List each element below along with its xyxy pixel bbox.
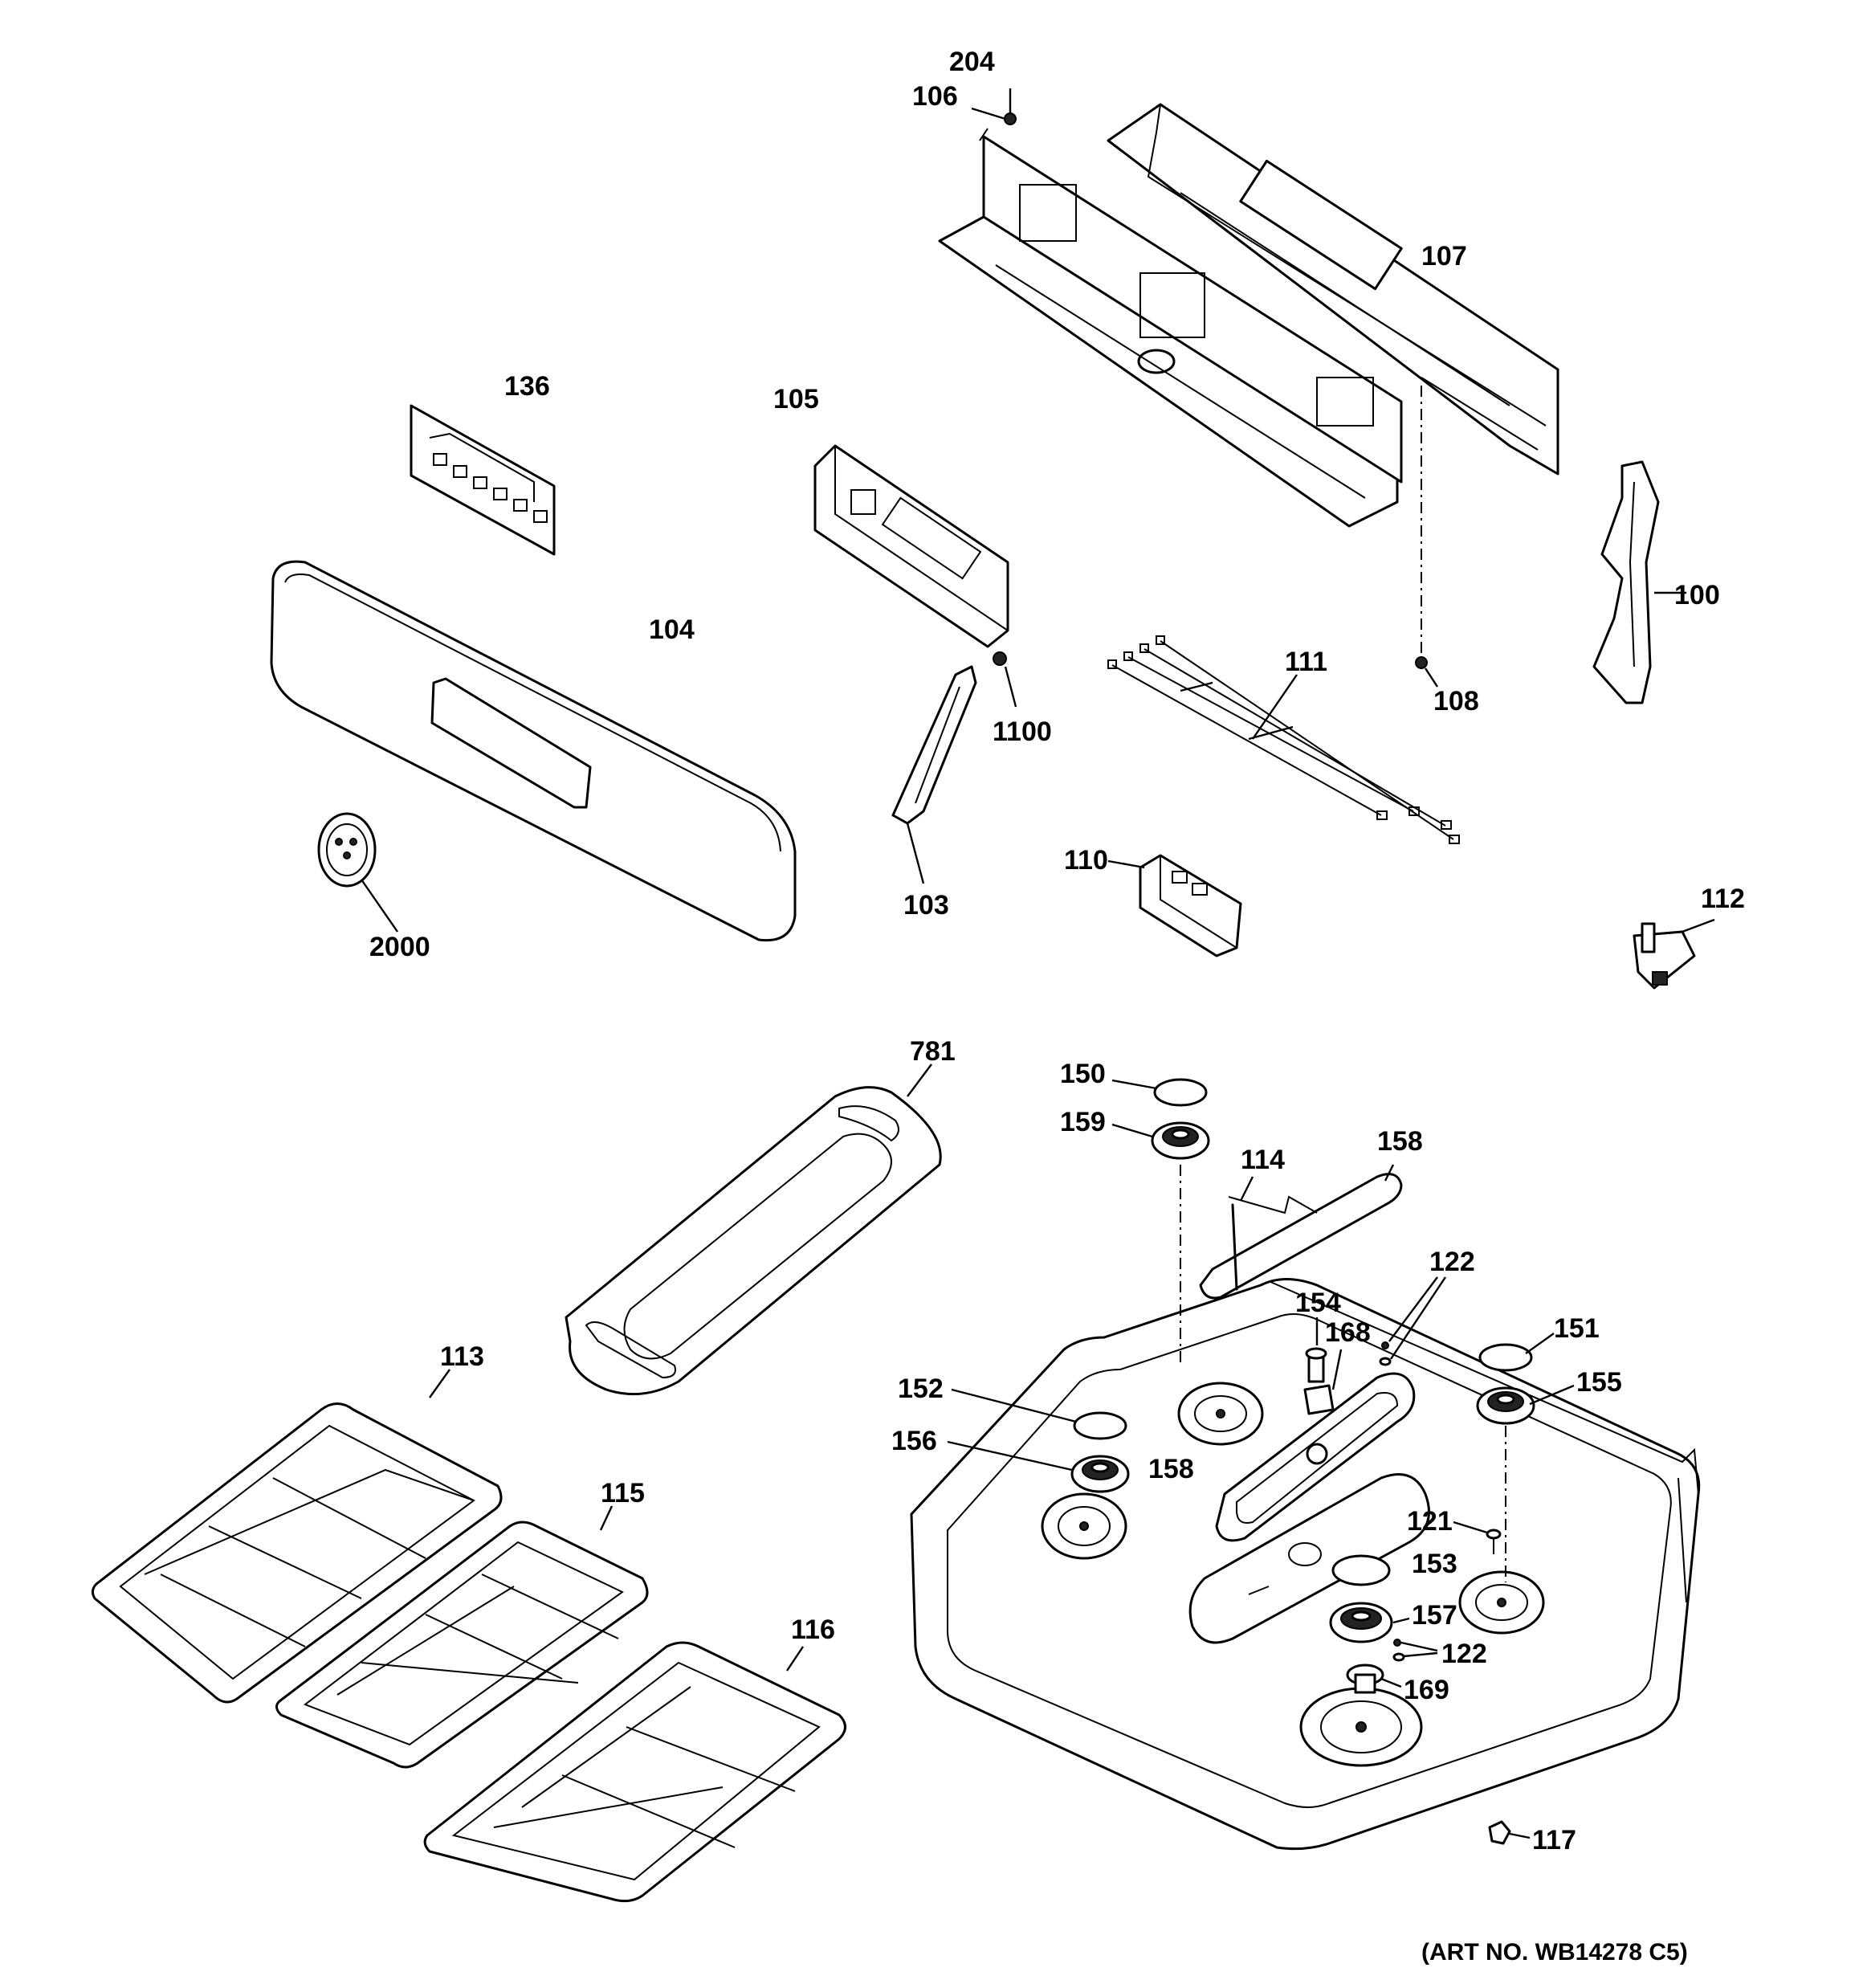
part-103-bracket: [891, 665, 977, 884]
callout-153: 153: [1412, 1549, 1457, 1579]
part-122-screws-upper: [1379, 1276, 1446, 1366]
part-169-flame-spreader: [1346, 1663, 1402, 1694]
part-155-burner-head: [1476, 1384, 1575, 1582]
part-158-burner-cover: [1199, 1164, 1403, 1300]
callout-122-upper: 122: [1429, 1247, 1475, 1277]
part-100-side-trim: [1592, 460, 1686, 704]
callout-103: 103: [903, 890, 949, 921]
callout-169: 169: [1404, 1675, 1449, 1705]
callout-112: 112: [1701, 884, 1745, 914]
part-781-griddle: [565, 1063, 942, 1396]
part-112-valve: [1633, 918, 1715, 990]
callout-114: 114: [1241, 1145, 1285, 1175]
callout-136: 136: [504, 371, 550, 402]
part-136-control-overlay: [410, 404, 556, 556]
callout-113: 113: [440, 1341, 484, 1372]
callout-157: 157: [1412, 1600, 1457, 1631]
part-159-burner-head: [1111, 1121, 1210, 1365]
callout-150: 150: [1060, 1059, 1106, 1089]
callout-154: 154: [1295, 1288, 1341, 1318]
callout-107: 107: [1421, 241, 1467, 271]
part-117-nut: [1488, 1820, 1531, 1845]
part-150-burner-cap: [1111, 1078, 1208, 1107]
part-158-oval-burner: [1215, 1372, 1416, 1542]
part-154-electrode: [1305, 1317, 1327, 1383]
burner-recess-front-left: [1041, 1492, 1127, 1560]
part-121-screw: [1453, 1521, 1502, 1554]
callout-111: 111: [1285, 647, 1327, 677]
part-168-ignitor: [1303, 1349, 1343, 1415]
art-number: (ART NO. WB14278 C5): [1421, 1939, 1688, 1966]
part-157-burner-head: [1329, 1602, 1410, 1643]
callout-156: 156: [891, 1426, 937, 1456]
part-104-control-panel: [270, 560, 797, 942]
burner-recess-rear-left: [1177, 1382, 1264, 1446]
part-1100-screw: [993, 651, 1017, 708]
callout-152: 152: [898, 1374, 944, 1404]
callout-122-lower: 122: [1441, 1639, 1487, 1669]
callout-155: 155: [1576, 1367, 1622, 1398]
part-122-screws-lower: [1392, 1639, 1438, 1662]
callout-204: 204: [949, 47, 995, 77]
part-116-right-grate: [423, 1641, 846, 1903]
part-153-burner-cap: [1331, 1554, 1391, 1586]
callout-105: 105: [773, 384, 819, 414]
callout-100: 100: [1674, 580, 1720, 610]
part-105-oven-control: [813, 444, 1009, 648]
part-107-rear-panel: [1107, 103, 1559, 476]
part-115-center-grate: [275, 1505, 649, 1769]
part-152-burner-cap: [951, 1388, 1127, 1440]
callout-158-lower: 158: [1148, 1454, 1194, 1484]
callout-106: 106: [912, 81, 958, 112]
part-108-screw: [1415, 386, 1439, 688]
part-110-spark-module: [1107, 854, 1242, 957]
part-111-wire-harness: [1107, 635, 1460, 844]
part-114-bracket: [1228, 1176, 1318, 1291]
part-2000-knob: [317, 812, 398, 933]
part-156-burner-head: [947, 1440, 1130, 1493]
burner-recess-right-rear: [1458, 1570, 1545, 1635]
callout-781: 781: [910, 1036, 956, 1067]
callout-158-upper: 158: [1377, 1126, 1423, 1157]
callout-104: 104: [649, 614, 695, 645]
callout-2000: 2000: [369, 932, 430, 962]
part-204-screw: [1004, 88, 1017, 125]
callout-116: 116: [791, 1614, 835, 1645]
part-106-manifold-panel: [938, 128, 1403, 528]
center-oval-recess: [1188, 1473, 1430, 1644]
callout-108: 108: [1433, 686, 1479, 716]
callout-151: 151: [1554, 1313, 1600, 1344]
callout-121: 121: [1407, 1506, 1453, 1537]
callout-110: 110: [1064, 845, 1108, 876]
part-151-burner-cap: [1478, 1333, 1555, 1372]
callout-159: 159: [1060, 1107, 1106, 1137]
callout-1100: 1100: [993, 716, 1052, 747]
callout-115: 115: [601, 1478, 645, 1508]
part-113-left-grate: [91, 1369, 503, 1704]
callout-168: 168: [1325, 1317, 1371, 1348]
burner-recess-right-front: [1299, 1687, 1423, 1767]
callout-117: 117: [1532, 1825, 1576, 1855]
